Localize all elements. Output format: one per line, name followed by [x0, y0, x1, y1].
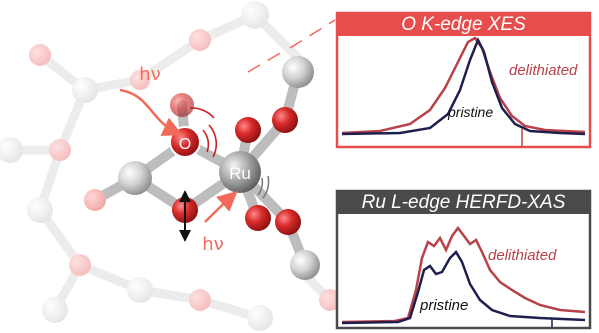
xas-panel: [335, 189, 592, 330]
xes-label-delithiated: delithiated: [509, 62, 578, 79]
oxygen-atom-faded: [170, 93, 194, 117]
photon-label-top: hν: [139, 64, 160, 85]
xes-curve-pristine: [341, 36, 586, 136]
oxygen-atom: [245, 205, 271, 231]
xes-title-bar: [337, 13, 590, 36]
bg-atom: [27, 197, 53, 223]
metal-atom: [118, 161, 152, 195]
photon-arrow-top: [119, 88, 183, 136]
bg-atom: [0, 137, 23, 163]
xas-curve-pristine: [341, 249, 586, 325]
bg-atom: [29, 44, 51, 66]
vibration-arcs: [257, 175, 270, 199]
xes-label-pristine: pristine: [448, 104, 494, 120]
ruthenium-label: Ru: [229, 164, 251, 183]
bg-atom: [241, 1, 269, 29]
xes-panel: [335, 11, 592, 149]
metal-atom: [282, 56, 314, 88]
oxygen-atom: [275, 209, 301, 235]
oxygen-atom: [272, 107, 298, 133]
ruthenium-atom: [219, 151, 261, 193]
oxygen-label: O: [179, 136, 191, 153]
bg-atom: [189, 29, 211, 51]
background-lattice: [0, 1, 341, 331]
xes-curve-delithiated: [341, 36, 586, 135]
photon-arrow-bottom: [204, 190, 238, 223]
bg-atom: [247, 305, 273, 331]
xas-curve-delithiated: [341, 225, 586, 324]
photon-label-bottom: hν: [202, 234, 223, 255]
xas-panel-title: Ru L-edge HERFD-XAS: [361, 192, 566, 213]
bg-atom: [319, 289, 341, 311]
oxygen-atom: [235, 117, 261, 143]
xas-label-pristine: pristine: [420, 297, 469, 314]
xas-label-delithiated: delithiated: [488, 247, 557, 264]
xas-title-bar: [337, 191, 590, 214]
bg-atom: [127, 277, 153, 303]
bg-atom: [69, 254, 91, 276]
bg-atom: [42, 297, 68, 323]
emission-arcs: [189, 107, 218, 158]
oxygen-atom-faded: [84, 189, 106, 211]
bg-atom: [189, 289, 211, 311]
bg-atom: [72, 77, 98, 103]
leader-lines: [247, 19, 336, 73]
bg-atom: [130, 70, 150, 90]
xes-panel-title: O K-edge XES: [401, 14, 526, 35]
bg-atom: [49, 139, 71, 161]
metal-atom: [290, 250, 320, 280]
